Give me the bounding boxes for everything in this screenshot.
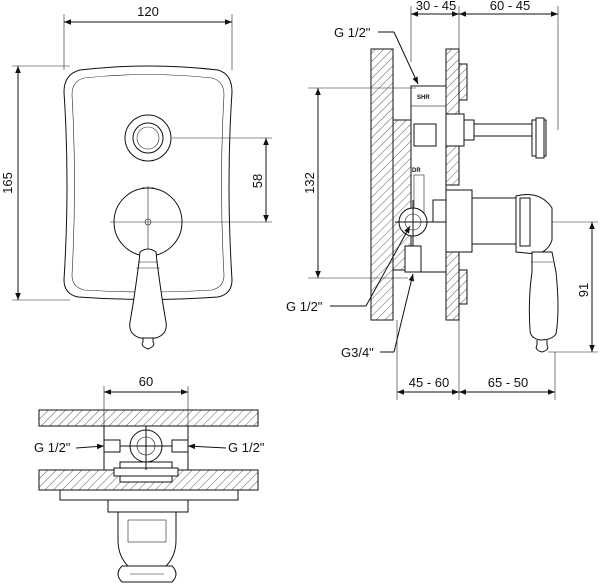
top-width-dim: 60 bbox=[139, 374, 153, 389]
side-lower-dim: 91 bbox=[576, 283, 591, 297]
side-top-right-dim: 60 - 45 bbox=[490, 0, 530, 13]
top-label-left: G 1/2" bbox=[34, 440, 71, 455]
side-bottom-right-dim: 65 - 50 bbox=[488, 375, 528, 390]
side-label-mid: G 1/2" bbox=[286, 299, 323, 314]
side-height-dim: 132 bbox=[302, 172, 317, 194]
side-mark-shr: SHR bbox=[417, 95, 430, 101]
side-top-left-dim: 30 - 45 bbox=[416, 0, 456, 13]
side-label-bottom: G3/4" bbox=[341, 345, 374, 360]
front-height-dim: 165 bbox=[0, 172, 15, 194]
front-view: 120 165 58 bbox=[0, 4, 272, 350]
front-width-dim: 120 bbox=[137, 4, 159, 19]
top-view: 60 G 1/2" G 1/2" bbox=[34, 374, 265, 583]
side-view: 30 - 45 60 - 45 G 1/2" SHR DR bbox=[286, 0, 598, 400]
side-mark-dr: DR bbox=[412, 168, 421, 174]
top-label-right: G 1/2" bbox=[228, 440, 265, 455]
side-label-top: G 1/2" bbox=[334, 25, 371, 40]
side-bottom-left-dim: 45 - 60 bbox=[409, 375, 449, 390]
front-center-dim: 58 bbox=[250, 174, 265, 188]
